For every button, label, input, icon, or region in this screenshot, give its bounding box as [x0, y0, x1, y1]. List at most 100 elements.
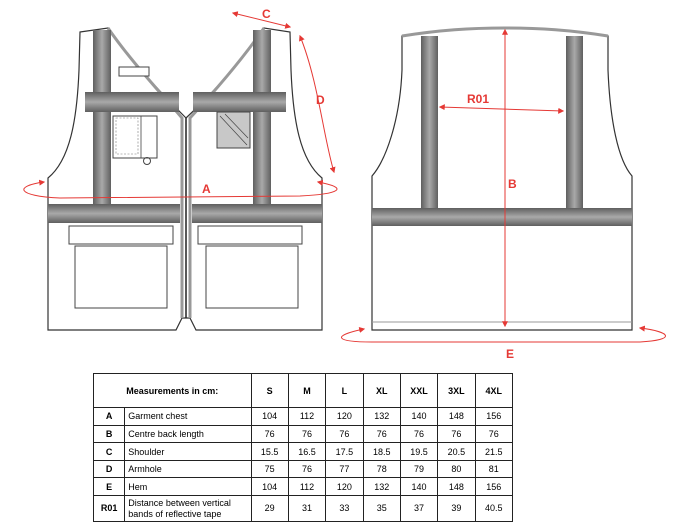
- row-value: 31: [287, 495, 327, 522]
- row-value: 21.5: [474, 442, 514, 461]
- label-c: C: [262, 7, 271, 21]
- row-value: 76: [250, 424, 289, 444]
- row-value: 76: [362, 424, 401, 444]
- row-value: 18.5: [362, 442, 401, 461]
- back-vest-body: [371, 27, 633, 331]
- row-code: C: [92, 442, 126, 461]
- table-row: E Hem 104 112 120 132 140 148 156: [92, 477, 514, 497]
- table-title: Measurements in cm:: [93, 373, 252, 408]
- row-code: B: [92, 424, 126, 444]
- row-label: Centre back length: [124, 424, 252, 444]
- row-value: 76: [474, 424, 514, 444]
- measurement-guides: [23, 11, 666, 343]
- row-value: 76: [287, 459, 327, 479]
- row-value: 37: [399, 495, 439, 522]
- front-pen-pocket: [112, 115, 158, 159]
- size-header: S: [250, 373, 289, 408]
- row-label: Shoulder: [124, 442, 252, 461]
- table-header-row: Measurements in cm: S M L XL XXL 3XL 4XL: [93, 373, 514, 408]
- row-label: Distance between vertical bands of refle…: [124, 495, 252, 522]
- row-value: 20.5: [437, 442, 476, 461]
- row-value: 76: [287, 424, 327, 444]
- row-value: 76: [325, 424, 364, 444]
- measure-c-line: [231, 11, 292, 29]
- row-value: 40.5: [474, 495, 514, 522]
- size-header: XXL: [399, 373, 439, 408]
- row-value: 132: [362, 477, 401, 497]
- label-b: B: [508, 177, 517, 191]
- row-value: 78: [362, 459, 401, 479]
- label-e: E: [506, 347, 514, 360]
- row-value: 104: [250, 407, 289, 426]
- size-header: XL: [362, 373, 401, 408]
- measurements-table: Measurements in cm: S M L XL XXL 3XL 4XL…: [92, 373, 514, 522]
- row-value: 120: [325, 477, 364, 497]
- front-left-edge-trim: [106, 27, 184, 318]
- row-value: 104: [250, 477, 289, 497]
- table-row: C Shoulder 15.5 16.5 17.5 18.5 19.5 20.5…: [92, 442, 514, 461]
- measure-e-line: [340, 325, 666, 343]
- front-tape-waist-left: [48, 204, 180, 223]
- row-value: 148: [437, 407, 476, 426]
- row-code: D: [92, 459, 126, 479]
- row-value: 120: [325, 407, 364, 426]
- row-value: 19.5: [399, 442, 439, 461]
- row-value: 16.5: [287, 442, 327, 461]
- vest-measurement-diagram: C D A B R01 E: [23, 7, 666, 360]
- row-value: 112: [287, 407, 327, 426]
- size-header: M: [287, 373, 327, 408]
- front-name-badge: [118, 66, 150, 77]
- row-value: 76: [437, 424, 476, 444]
- front-pocket-right: [205, 245, 299, 309]
- table-row: B Centre back length 76 76 76 76 76 76 7…: [92, 424, 514, 444]
- front-pocket-left: [74, 245, 168, 309]
- measure-d-line: [299, 34, 336, 174]
- front-pen-clip-icon: [143, 157, 151, 165]
- label-d: D: [316, 93, 325, 107]
- row-value: 75: [250, 459, 289, 479]
- row-value: 112: [287, 477, 327, 497]
- table-row: R01 Distance between vertical bands of r…: [92, 495, 514, 522]
- measurement-labels: C D A B R01 E: [202, 7, 517, 360]
- measure-r01-line: [438, 104, 565, 114]
- back-tape-vertical-right: [566, 36, 583, 208]
- measure-a-line: [23, 179, 338, 199]
- size-header: L: [325, 373, 364, 408]
- row-value: 77: [325, 459, 364, 479]
- front-tape-waist-right: [192, 204, 322, 223]
- label-r01: R01: [467, 92, 489, 106]
- row-value: 29: [250, 495, 289, 522]
- row-code: A: [92, 407, 126, 426]
- label-a: A: [202, 182, 211, 196]
- size-header: 3XL: [437, 373, 476, 408]
- front-tape-chest-left: [85, 92, 179, 112]
- row-value: 39: [437, 495, 476, 522]
- row-value: 156: [474, 477, 514, 497]
- front-tape-vertical-right: [253, 30, 271, 208]
- back-tape-horizontal: [372, 208, 632, 226]
- row-value: 148: [437, 477, 476, 497]
- row-label: Hem: [124, 477, 252, 497]
- row-value: 140: [399, 477, 439, 497]
- row-code: R01: [92, 495, 126, 522]
- row-value: 17.5: [325, 442, 364, 461]
- row-label: Armhole: [124, 459, 252, 479]
- front-pocket-right-flap: [197, 225, 303, 245]
- size-header: 4XL: [474, 373, 514, 408]
- row-value: 156: [474, 407, 514, 426]
- back-vest: [371, 26, 633, 331]
- front-tape-vertical-left: [93, 30, 111, 208]
- front-vest: [47, 27, 323, 331]
- row-code: E: [92, 477, 126, 497]
- row-value: 76: [399, 424, 439, 444]
- front-pocket-left-flap: [68, 225, 174, 245]
- row-label: Garment chest: [124, 407, 252, 426]
- row-value: 81: [474, 459, 514, 479]
- row-value: 80: [437, 459, 476, 479]
- row-value: 132: [362, 407, 401, 426]
- table-row: A Garment chest 104 112 120 132 140 148 …: [92, 407, 514, 426]
- row-value: 33: [325, 495, 364, 522]
- front-tape-chest-right: [193, 92, 286, 112]
- row-value: 35: [362, 495, 401, 522]
- table-row: D Armhole 75 76 77 78 79 80 81: [92, 459, 514, 479]
